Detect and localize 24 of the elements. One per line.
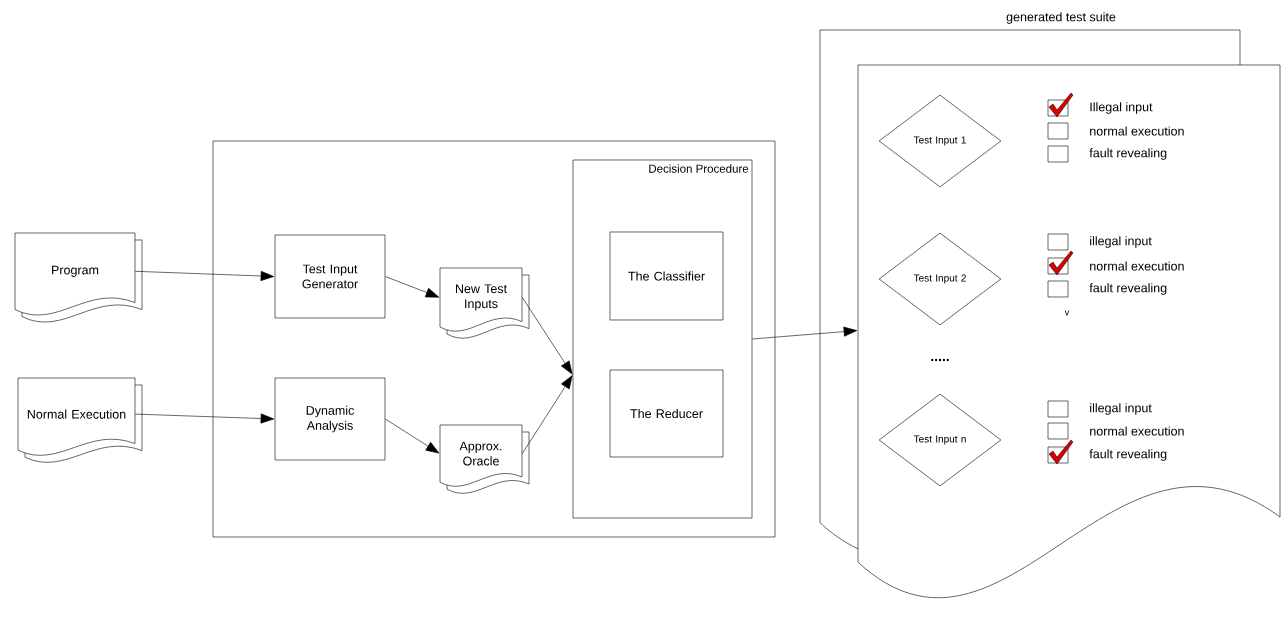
arrow <box>385 418 440 454</box>
option-label: illegal input <box>1090 236 1152 248</box>
node-label: generated test suite <box>1006 12 1116 24</box>
arrow <box>522 375 573 454</box>
arrow <box>135 413 275 424</box>
ellipsis: ..... <box>931 358 949 362</box>
option-label: normal execution <box>1090 426 1184 436</box>
process-box: The Reducer <box>609 369 724 458</box>
option-label: fault revealing <box>1089 283 1167 295</box>
arrow <box>385 276 440 298</box>
option-label: Illegal input <box>1090 102 1153 114</box>
arrow <box>135 271 275 281</box>
process-box <box>212 140 776 538</box>
option-label: fault revealing <box>1089 148 1167 160</box>
process-box: The Classifier <box>609 231 724 321</box>
option-label: fault revealing <box>1089 449 1167 461</box>
option-label: illegal input <box>1090 403 1152 415</box>
process-box: Test Input Generator <box>274 234 386 319</box>
arrow <box>522 297 573 375</box>
option-note: v <box>1064 310 1070 316</box>
option-label: normal execution <box>1090 261 1184 271</box>
option-label: normal execution <box>1090 126 1184 136</box>
process-box: Dynamic Analysis <box>274 377 386 461</box>
arrow <box>752 326 858 340</box>
